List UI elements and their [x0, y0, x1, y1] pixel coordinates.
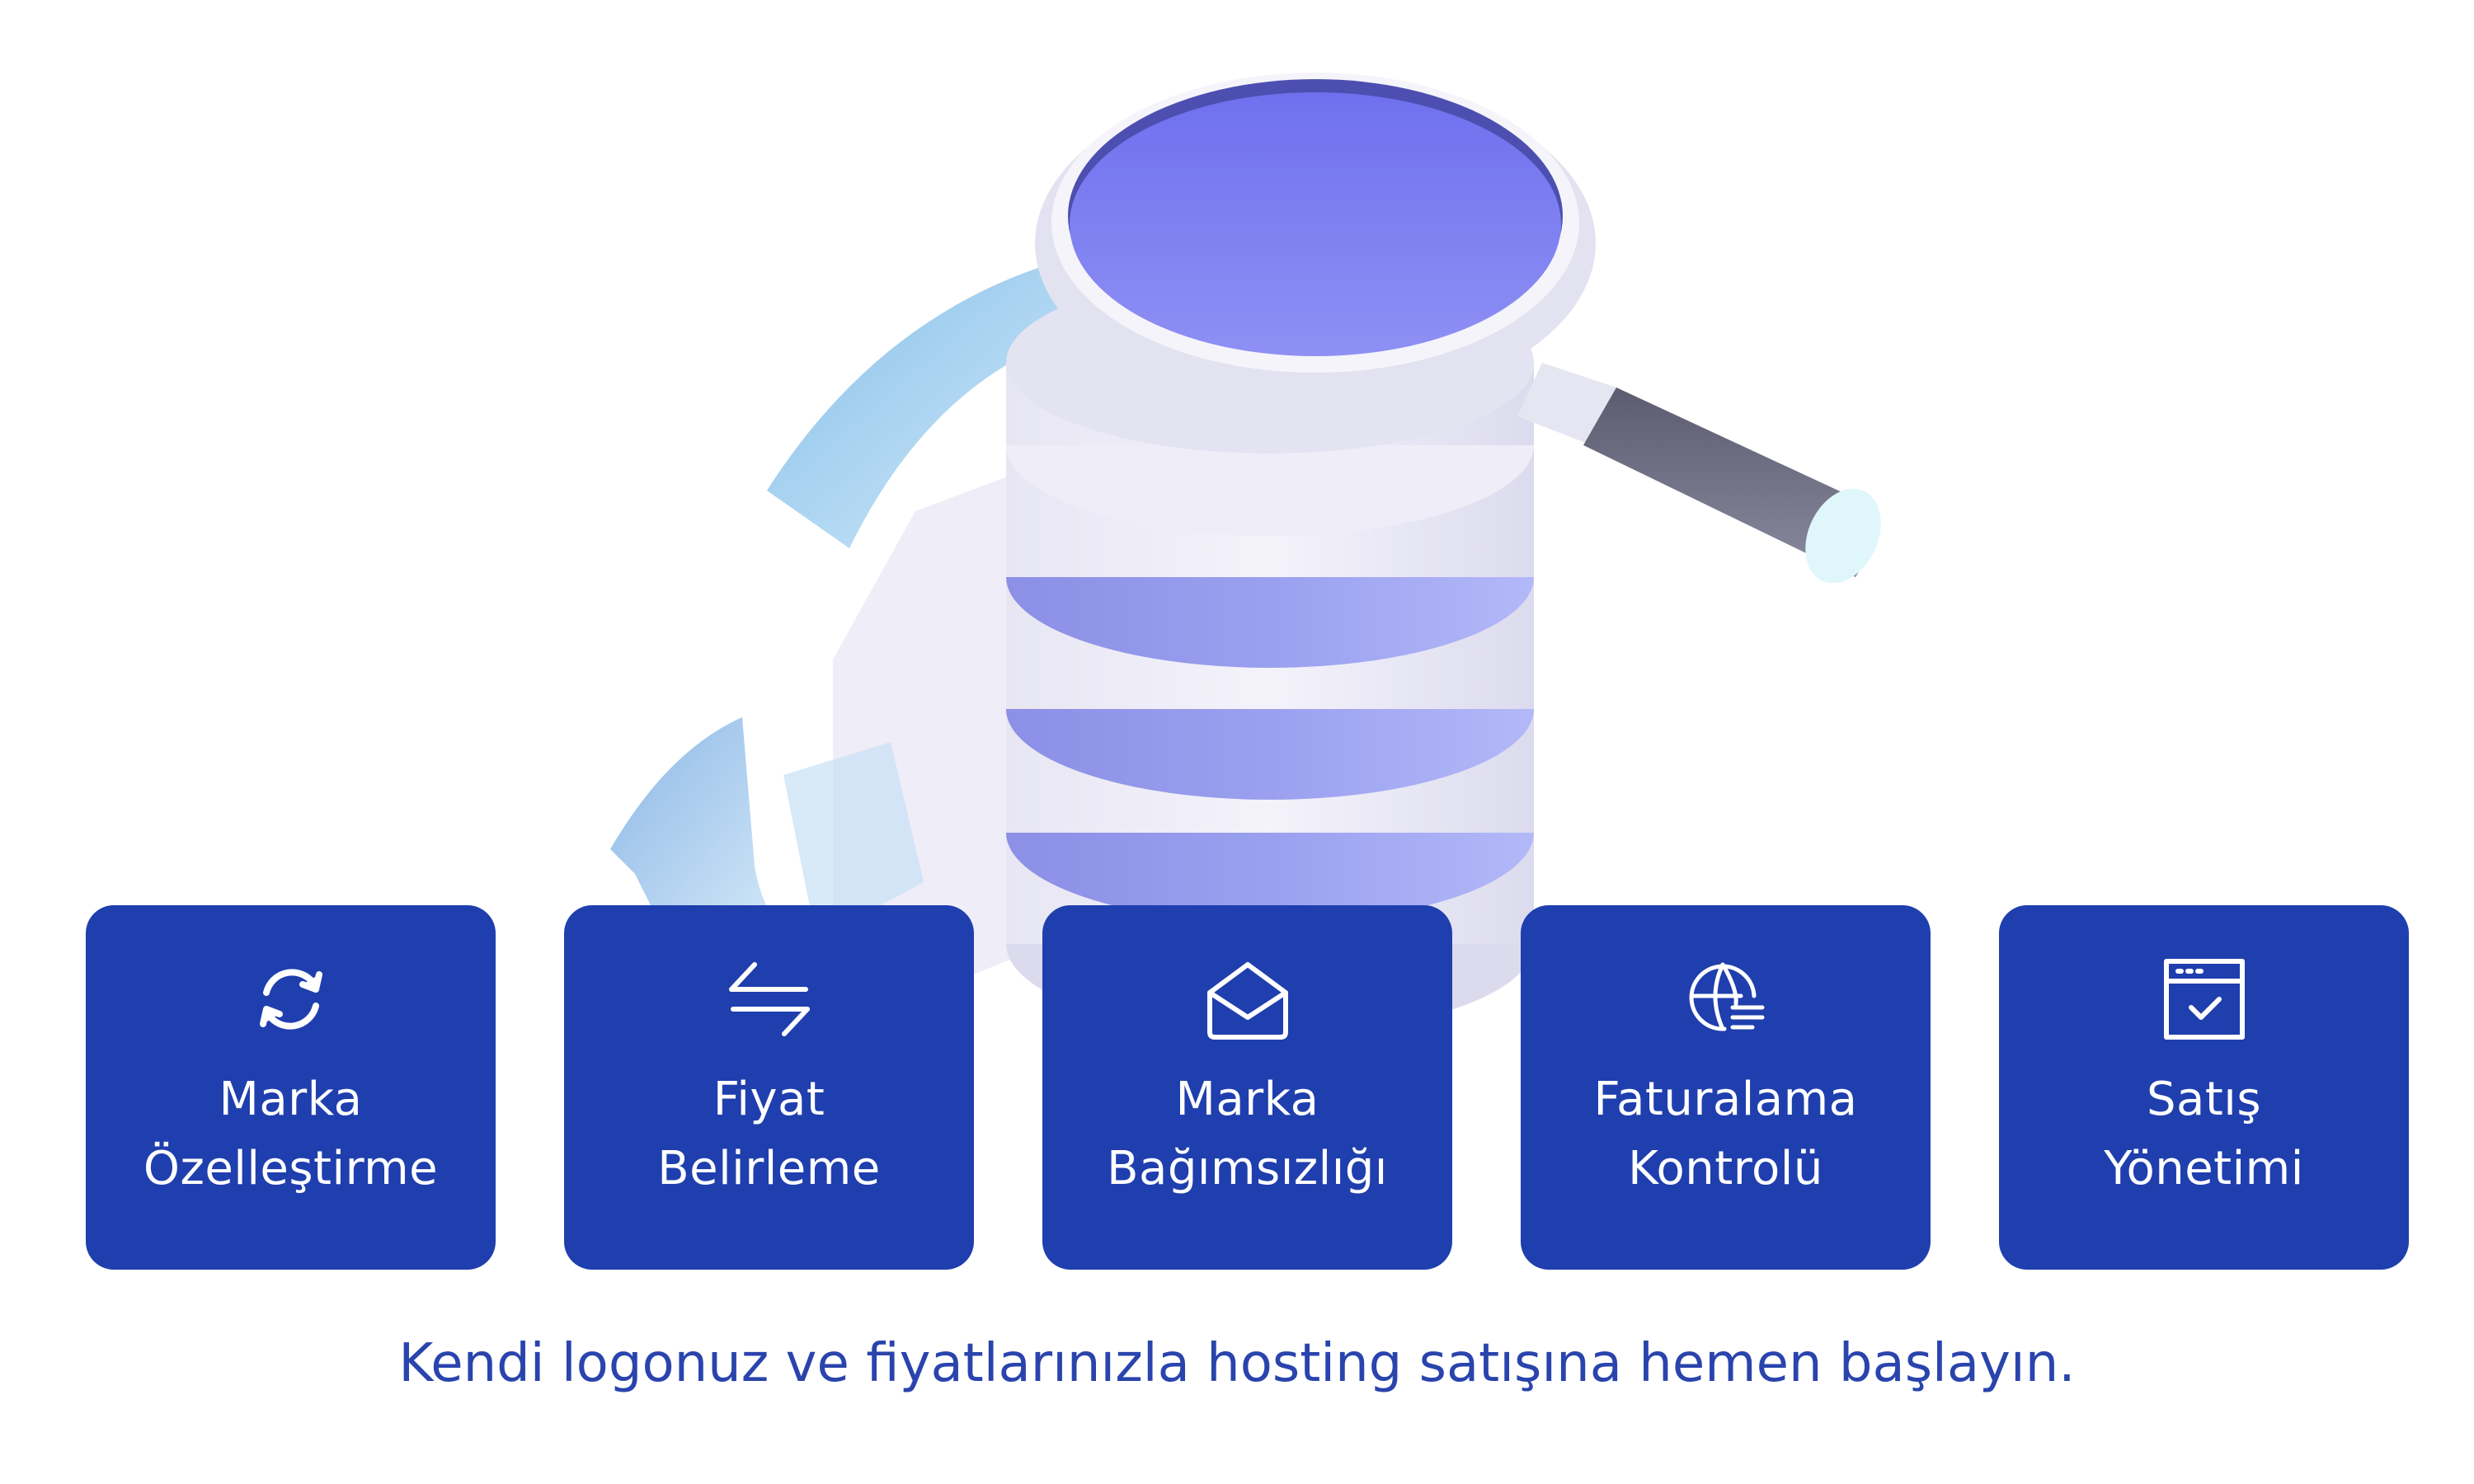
card-label-line2: Kontrolü [1628, 1142, 1823, 1195]
feature-cards: Marka Özelleştirme Fiyat Belirleme Marka [86, 905, 2409, 1270]
refresh-icon [248, 956, 334, 1042]
refresh-arc-graphic [610, 251, 1105, 1031]
card-fiyat-belirleme[interactable]: Fiyat Belirleme [564, 905, 974, 1270]
browser-check-icon [2161, 956, 2247, 1042]
card-label-line1: Marka [219, 1073, 363, 1126]
card-faturalama-kontrolu[interactable]: Faturalama Kontrolü [1521, 905, 1931, 1270]
card-label-line1: Marka [1175, 1073, 1319, 1126]
card-label-line2: Yönetimi [2104, 1142, 2304, 1195]
card-label: Marka Özelleştirme [143, 1065, 438, 1204]
card-label: Marka Bağımsızlığı [1107, 1065, 1388, 1204]
card-label: Satış Yönetimi [2104, 1065, 2304, 1204]
swap-arrows-icon [727, 956, 812, 1042]
magnifier-graphic [1035, 73, 1881, 584]
card-label: Faturalama Kontrolü [1594, 1065, 1858, 1204]
card-label-line2: Bağımsızlığı [1107, 1142, 1388, 1195]
card-marka-ozellestirme[interactable]: Marka Özelleştirme [86, 905, 496, 1270]
card-label-line1: Fiyat [713, 1073, 825, 1126]
envelope-open-icon [1205, 956, 1291, 1042]
card-satis-yonetimi[interactable]: Satış Yönetimi [1999, 905, 2409, 1270]
card-label-line2: Belirleme [657, 1142, 881, 1195]
tagline: Kendi logonuz ve fiyatlarınızla hosting … [398, 1333, 2076, 1394]
card-label-line1: Satış [2146, 1073, 2262, 1126]
card-label-line2: Özelleştirme [143, 1142, 439, 1195]
card-marka-bagimsizligi[interactable]: Marka Bağımsızlığı [1042, 905, 1452, 1270]
card-label: Fiyat Belirleme [657, 1065, 881, 1204]
card-label-line1: Faturalama [1593, 1073, 1858, 1126]
database-magnifier-illustration [610, 73, 1881, 1035]
globe-document-icon [1683, 956, 1769, 1042]
